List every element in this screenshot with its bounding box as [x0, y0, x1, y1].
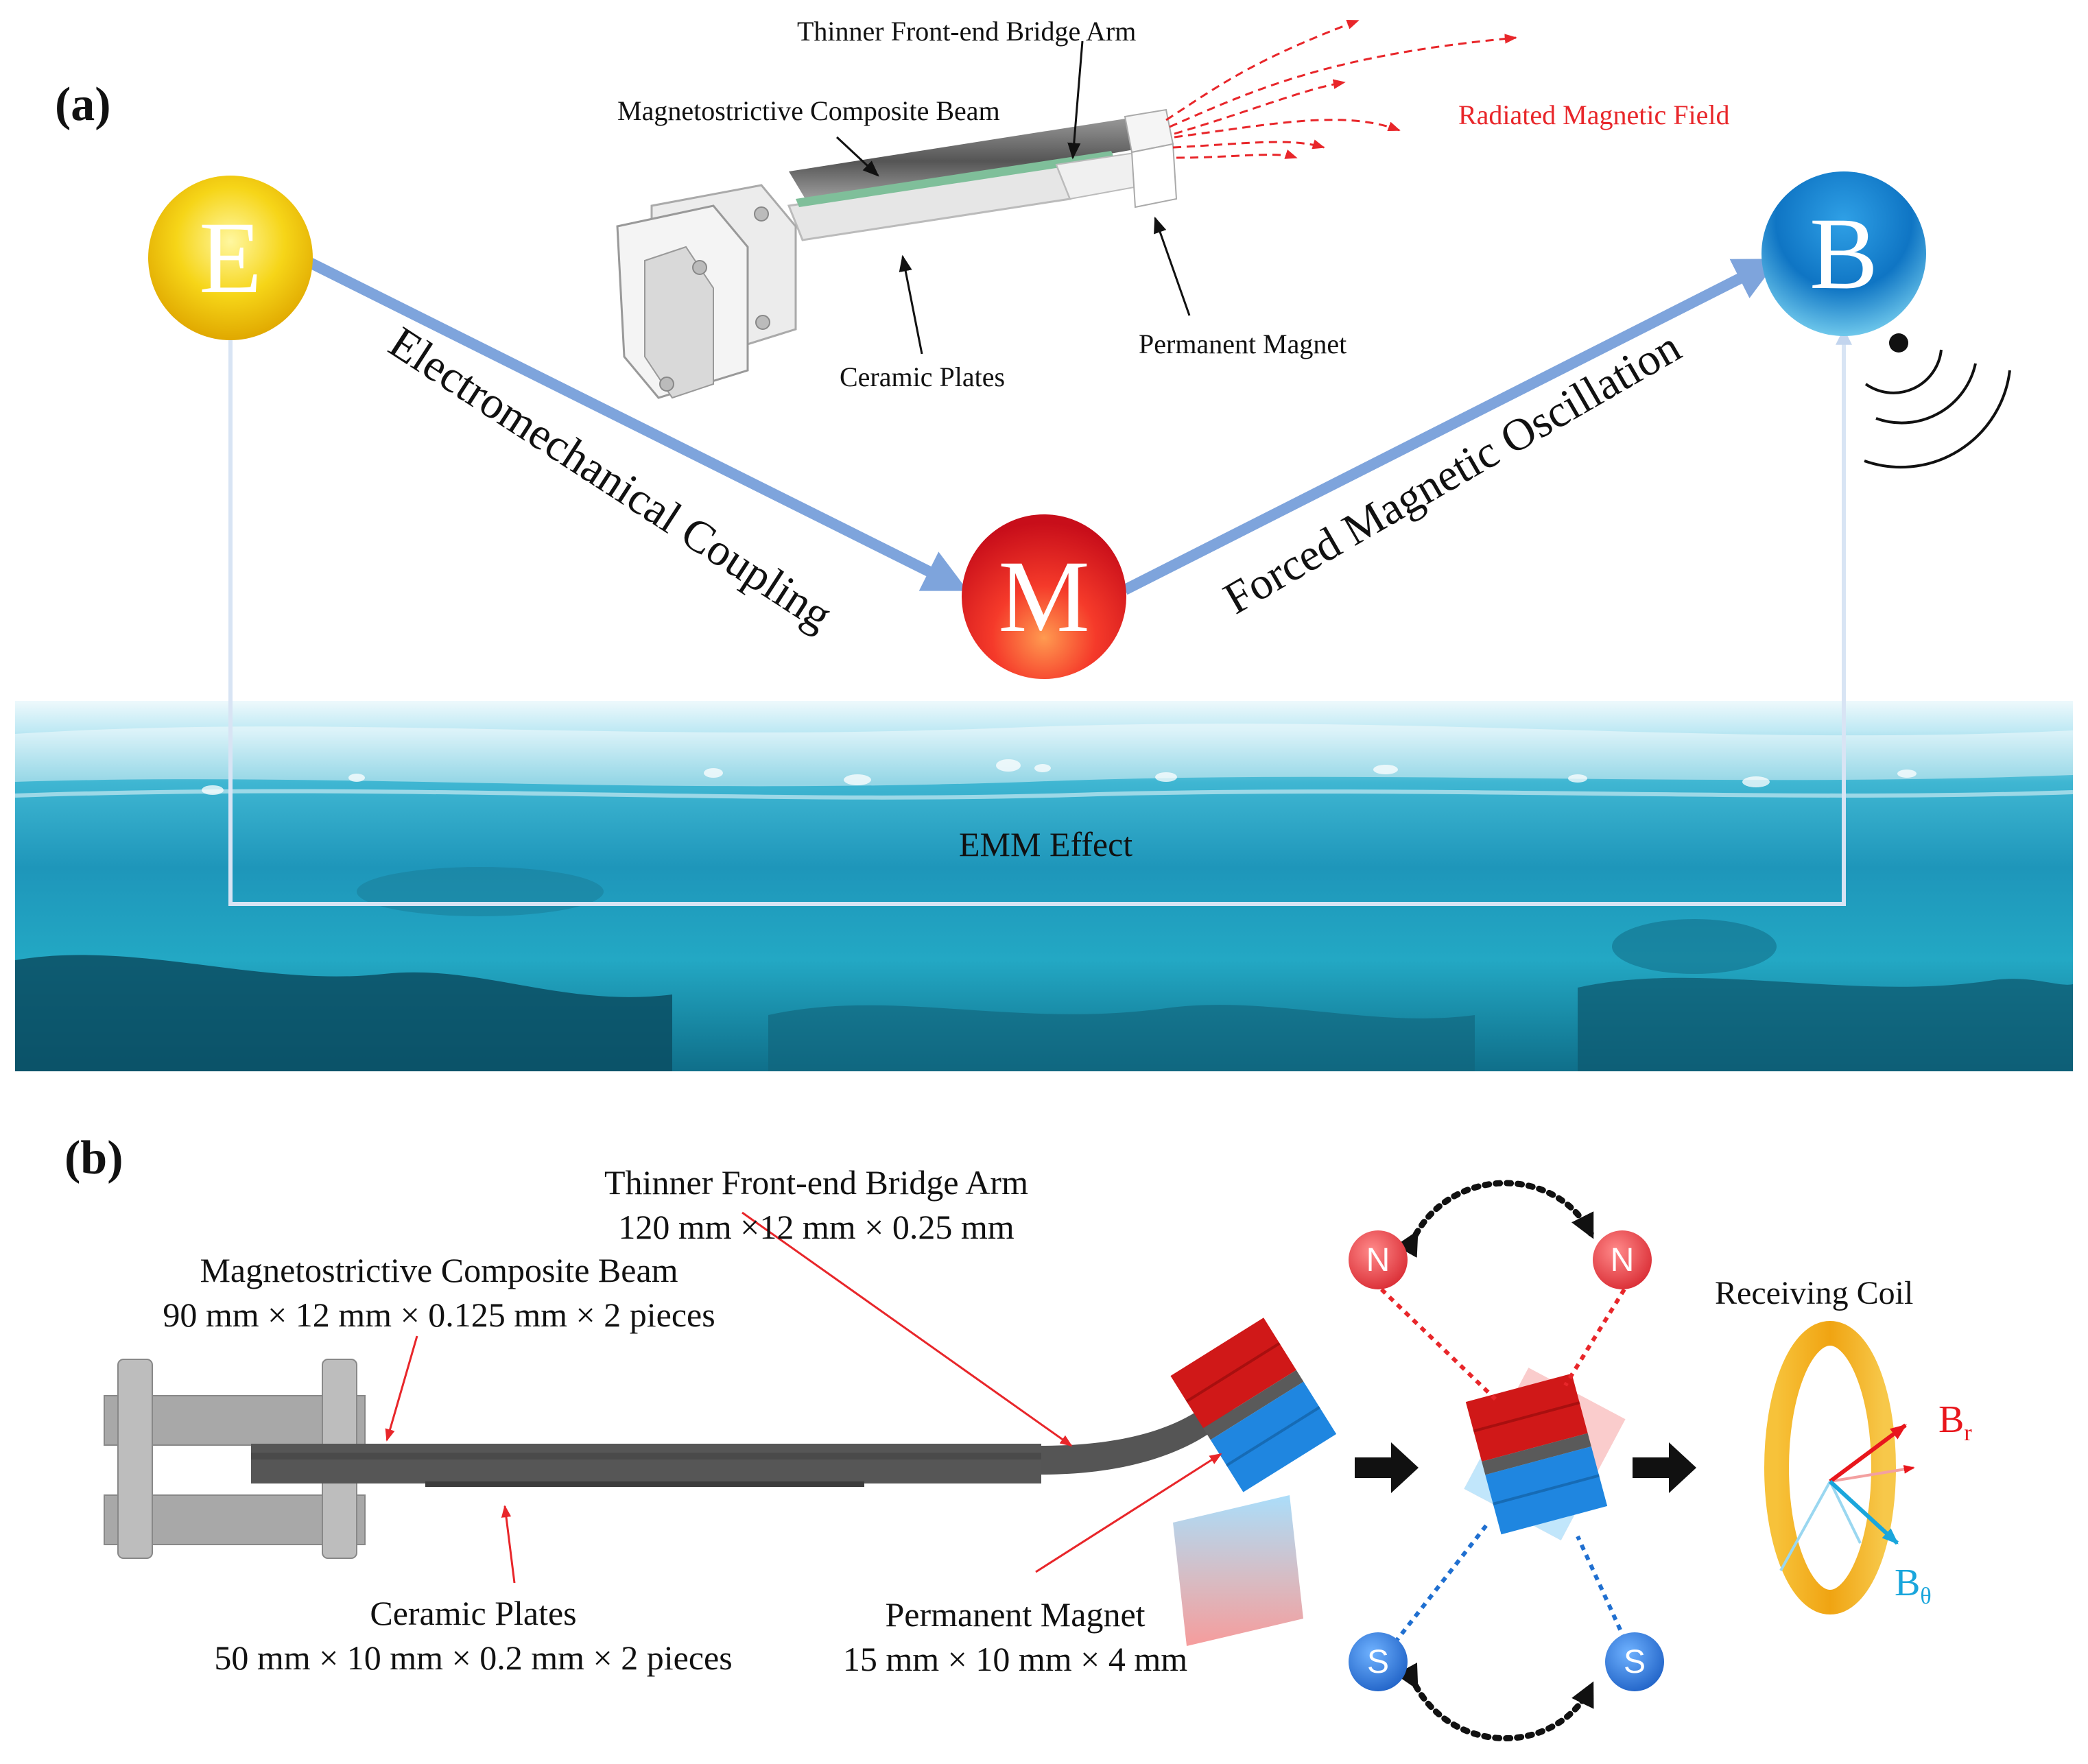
permanent-magnet-block: Permanent Magnet 15 mm × 10 mm × 4 mm [782, 1593, 1248, 1682]
br-label: Br [1938, 1401, 1972, 1445]
radiated-field-lines [1165, 19, 1517, 159]
north-pole-right: N [1593, 1230, 1652, 1289]
br-sub: r [1964, 1420, 1972, 1446]
node-b-label: B [1809, 197, 1879, 311]
radiated-field-label: Radiated Magnetic Field [1458, 99, 1730, 130]
south-pole-left: S [1349, 1632, 1408, 1691]
permanent-magnet-dims: 15 mm × 10 mm × 4 mm [842, 1640, 1188, 1678]
signal-waves-icon [1864, 333, 2011, 469]
btheta-base: B [1895, 1562, 1921, 1604]
ceramic-plates-dims: 50 mm × 10 mm × 0.2 mm × 2 pieces [214, 1638, 733, 1677]
ceramic-plates-block: Ceramic Plates 50 mm × 10 mm × 0.2 mm × … [158, 1591, 789, 1680]
composite-beam-block: Magnetostrictive Composite Beam 90 mm × … [103, 1248, 775, 1337]
oscillation-arrow [1122, 259, 1779, 595]
device-illustration-a [616, 19, 1517, 399]
node-m-label: M [998, 540, 1090, 654]
ceramic-plates-title: Ceramic Plates [370, 1594, 577, 1632]
permanent-magnet-label-a: Permanent Magnet [1139, 329, 1347, 359]
node-e-circle [148, 176, 313, 340]
ceramic-plates-label-a: Ceramic Plates [840, 361, 1006, 392]
btheta-label: Bθ [1895, 1564, 1932, 1608]
bridge-arm-title: Thinner Front-end Bridge Arm [604, 1163, 1028, 1202]
permanent-magnet-title: Permanent Magnet [885, 1595, 1146, 1634]
bridge-arm-dims: 120 mm ×12 mm × 0.25 mm [618, 1208, 1015, 1246]
south-pole-right: S [1605, 1632, 1664, 1691]
bridge-arm-label-a: Thinner Front-end Bridge Arm [797, 16, 1137, 47]
receiving-coil-label: Receiving Coil [1715, 1275, 1914, 1311]
flow-arrow-1 [1355, 1442, 1419, 1493]
coupling-arrow [307, 257, 969, 591]
node-e-label: E [199, 201, 262, 315]
panel-b-label: (b) [64, 1132, 123, 1184]
node-m-circle [962, 514, 1126, 679]
composite-beam-label-a: Magnetostrictive Composite Beam [617, 95, 1000, 126]
br-base: B [1938, 1398, 1965, 1441]
oscillating-magnet [1379, 1180, 1636, 1741]
north-pole-left: N [1349, 1230, 1408, 1289]
bridge-arm-block: Thinner Front-end Bridge Arm 120 mm ×12 … [542, 1160, 1091, 1250]
device-illustration-b [104, 1211, 1337, 1646]
receiving-coil-graphic [1764, 1321, 1915, 1614]
composite-beam-dims: 90 mm × 12 mm × 0.125 mm × 2 pieces [163, 1296, 715, 1334]
emm-effect-label: EMM Effect [959, 825, 1133, 863]
node-b-circle [1761, 171, 1926, 336]
btheta-sub: θ [1920, 1584, 1932, 1610]
flow-arrow-2 [1633, 1442, 1696, 1493]
sea-background [14, 701, 2074, 1071]
emm-effect-path [228, 328, 1852, 906]
composite-beam-title: Magnetostrictive Composite Beam [200, 1251, 678, 1289]
panel-a-label: (a) [55, 78, 111, 131]
